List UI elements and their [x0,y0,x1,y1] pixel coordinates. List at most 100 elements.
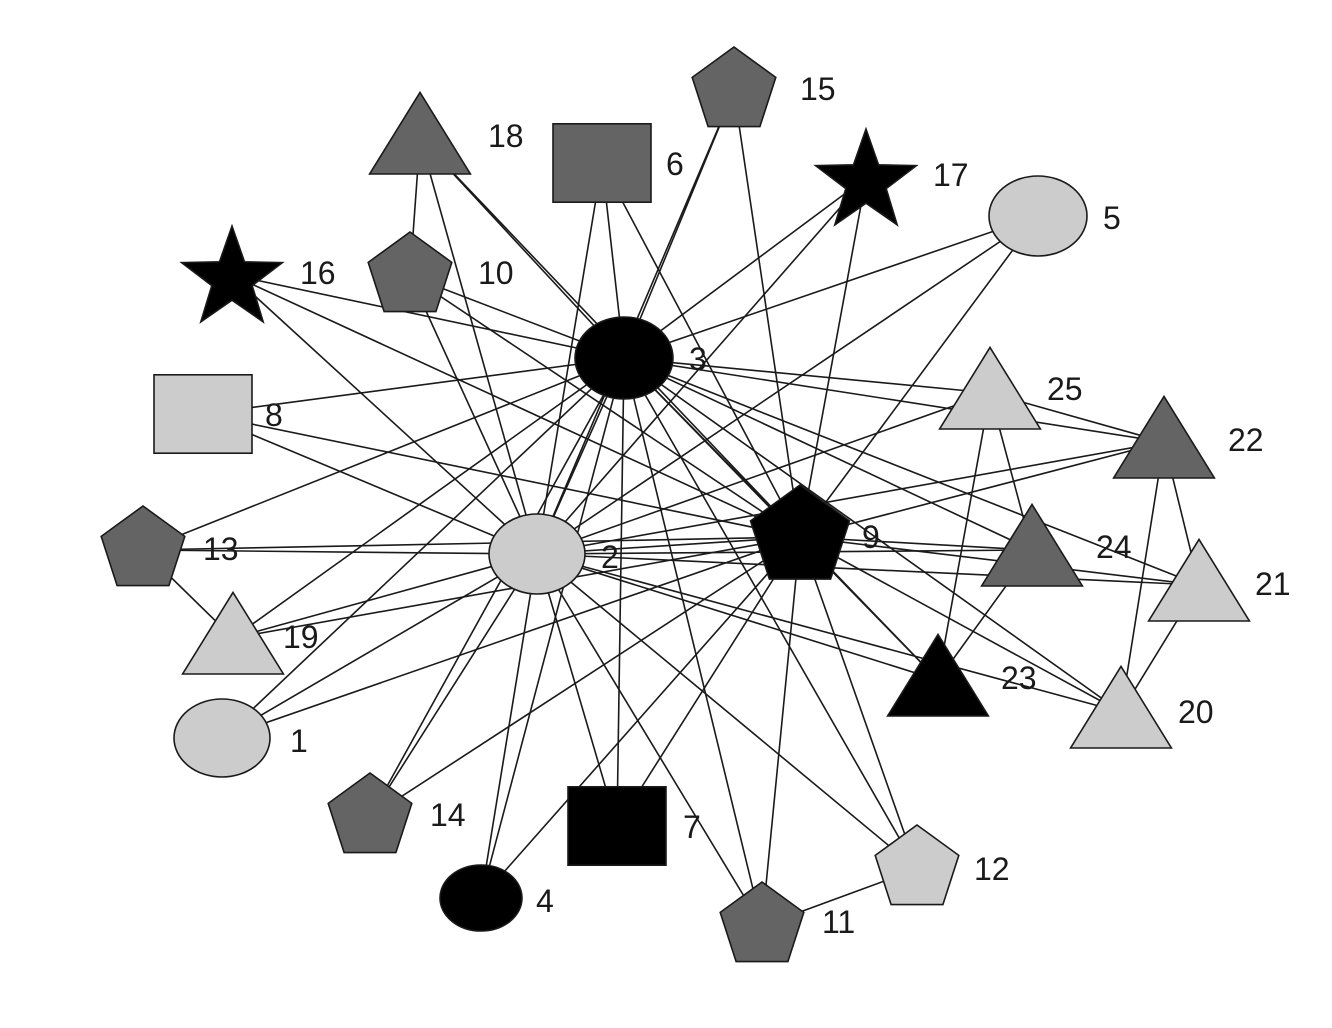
node-12-pentagon [874,824,960,906]
node-label-14: 14 [430,797,466,833]
edge-9-13 [142,536,801,551]
edge-25-23 [937,392,991,681]
edge-2-14 [369,553,538,818]
node-14-pentagon [327,772,413,854]
node-label-20: 20 [1178,694,1214,730]
node-label-2: 2 [601,539,619,575]
edge-2-17 [536,177,867,555]
node-4-circle [439,864,523,932]
node-9-pentagon [749,484,851,580]
edge-2-21 [536,553,1200,586]
node-label-7: 7 [683,809,701,845]
edge-3-21 [623,357,1200,586]
edge-2-7 [536,553,618,827]
node-label-16: 16 [300,255,336,291]
edge-9-8 [202,413,801,538]
node-label-19: 19 [283,619,319,655]
edge-3-20 [623,357,1122,713]
edge-2-6 [536,162,603,555]
edge-2-8 [202,413,538,555]
node-6-square [552,123,652,204]
node-label-13: 13 [203,531,239,567]
edge-9-1 [221,536,801,739]
edge-9-7 [616,536,801,827]
node-7-square [567,785,667,866]
node-17-star [813,126,919,227]
edge-2-23 [536,553,939,681]
node-label-4: 4 [536,883,554,919]
node-5-circle [988,175,1088,257]
edge-9-14 [369,536,801,818]
node-label-24: 24 [1096,529,1132,565]
node-22-triangle [1112,394,1216,479]
node-label-3: 3 [689,341,707,377]
edge-3-11 [623,357,763,927]
edge-3-14 [369,357,625,818]
edge-3-24 [623,357,1033,551]
edge-9-12 [799,536,918,870]
node-20-triangle [1069,664,1173,749]
edge-9-6 [601,162,801,538]
edge-9-20 [799,536,1122,713]
edge-3-4 [480,357,625,899]
edge-2-11 [536,553,763,927]
node-label-17: 17 [933,157,969,193]
edge-3-17 [623,177,867,359]
node-18-triangle [368,90,472,175]
node-25-triangle [938,345,1042,430]
node-8-square [153,373,253,454]
edge-2-5 [536,215,1039,555]
node-label-15: 15 [800,71,836,107]
node-label-22: 22 [1228,422,1264,458]
node-3-circle [574,316,674,400]
edge-2-10 [409,275,538,555]
edge-3-8 [202,357,625,415]
node-16-star [179,223,285,324]
node-24-triangle [980,502,1084,587]
edge-3-1 [221,357,625,739]
node-2-circle [488,513,586,595]
edge-2-18 [419,137,538,555]
node-23-triangle [886,632,990,717]
node-19-triangle [181,590,285,675]
edge-9-16 [231,274,801,538]
node-label-25: 25 [1047,371,1083,407]
edge-3-13 [142,357,625,551]
node-label-11: 11 [822,904,855,940]
edge-2-13 [142,549,538,555]
nodes-layer [100,46,1251,963]
node-label-12: 12 [974,851,1010,887]
edge-2-22 [536,441,1165,555]
edge-22-20 [1120,441,1165,713]
edge-2-19 [232,553,538,639]
node-label-10: 10 [478,255,514,291]
labels-layer: 1234567891011121314151617181920212223242… [203,71,1291,940]
node-21-triangle [1147,537,1251,622]
edge-9-22 [799,441,1165,538]
edge-3-12 [623,357,918,870]
edge-2-16 [231,274,538,555]
node-label-1: 1 [290,723,308,759]
edge-3-5 [623,215,1039,359]
node-label-5: 5 [1103,200,1121,236]
edge-9-17 [799,177,867,538]
edge-3-25 [623,357,991,394]
node-label-23: 23 [1001,660,1037,696]
node-label-21: 21 [1255,566,1291,602]
edge-3-22 [623,357,1165,443]
edge-2-25 [536,392,991,555]
edge-9-15 [733,90,801,538]
node-label-18: 18 [488,118,524,154]
edge-3-7 [616,357,625,827]
edge-9-4 [480,536,801,899]
edge-9-10 [409,275,801,538]
edge-9-11 [761,536,801,927]
node-1-circle [173,698,271,778]
node-13-pentagon [100,505,186,587]
node-label-8: 8 [265,397,283,433]
node-label-9: 9 [862,519,880,555]
edge-2-20 [536,553,1122,713]
edge-2-1 [221,553,538,739]
node-label-6: 6 [666,146,684,182]
